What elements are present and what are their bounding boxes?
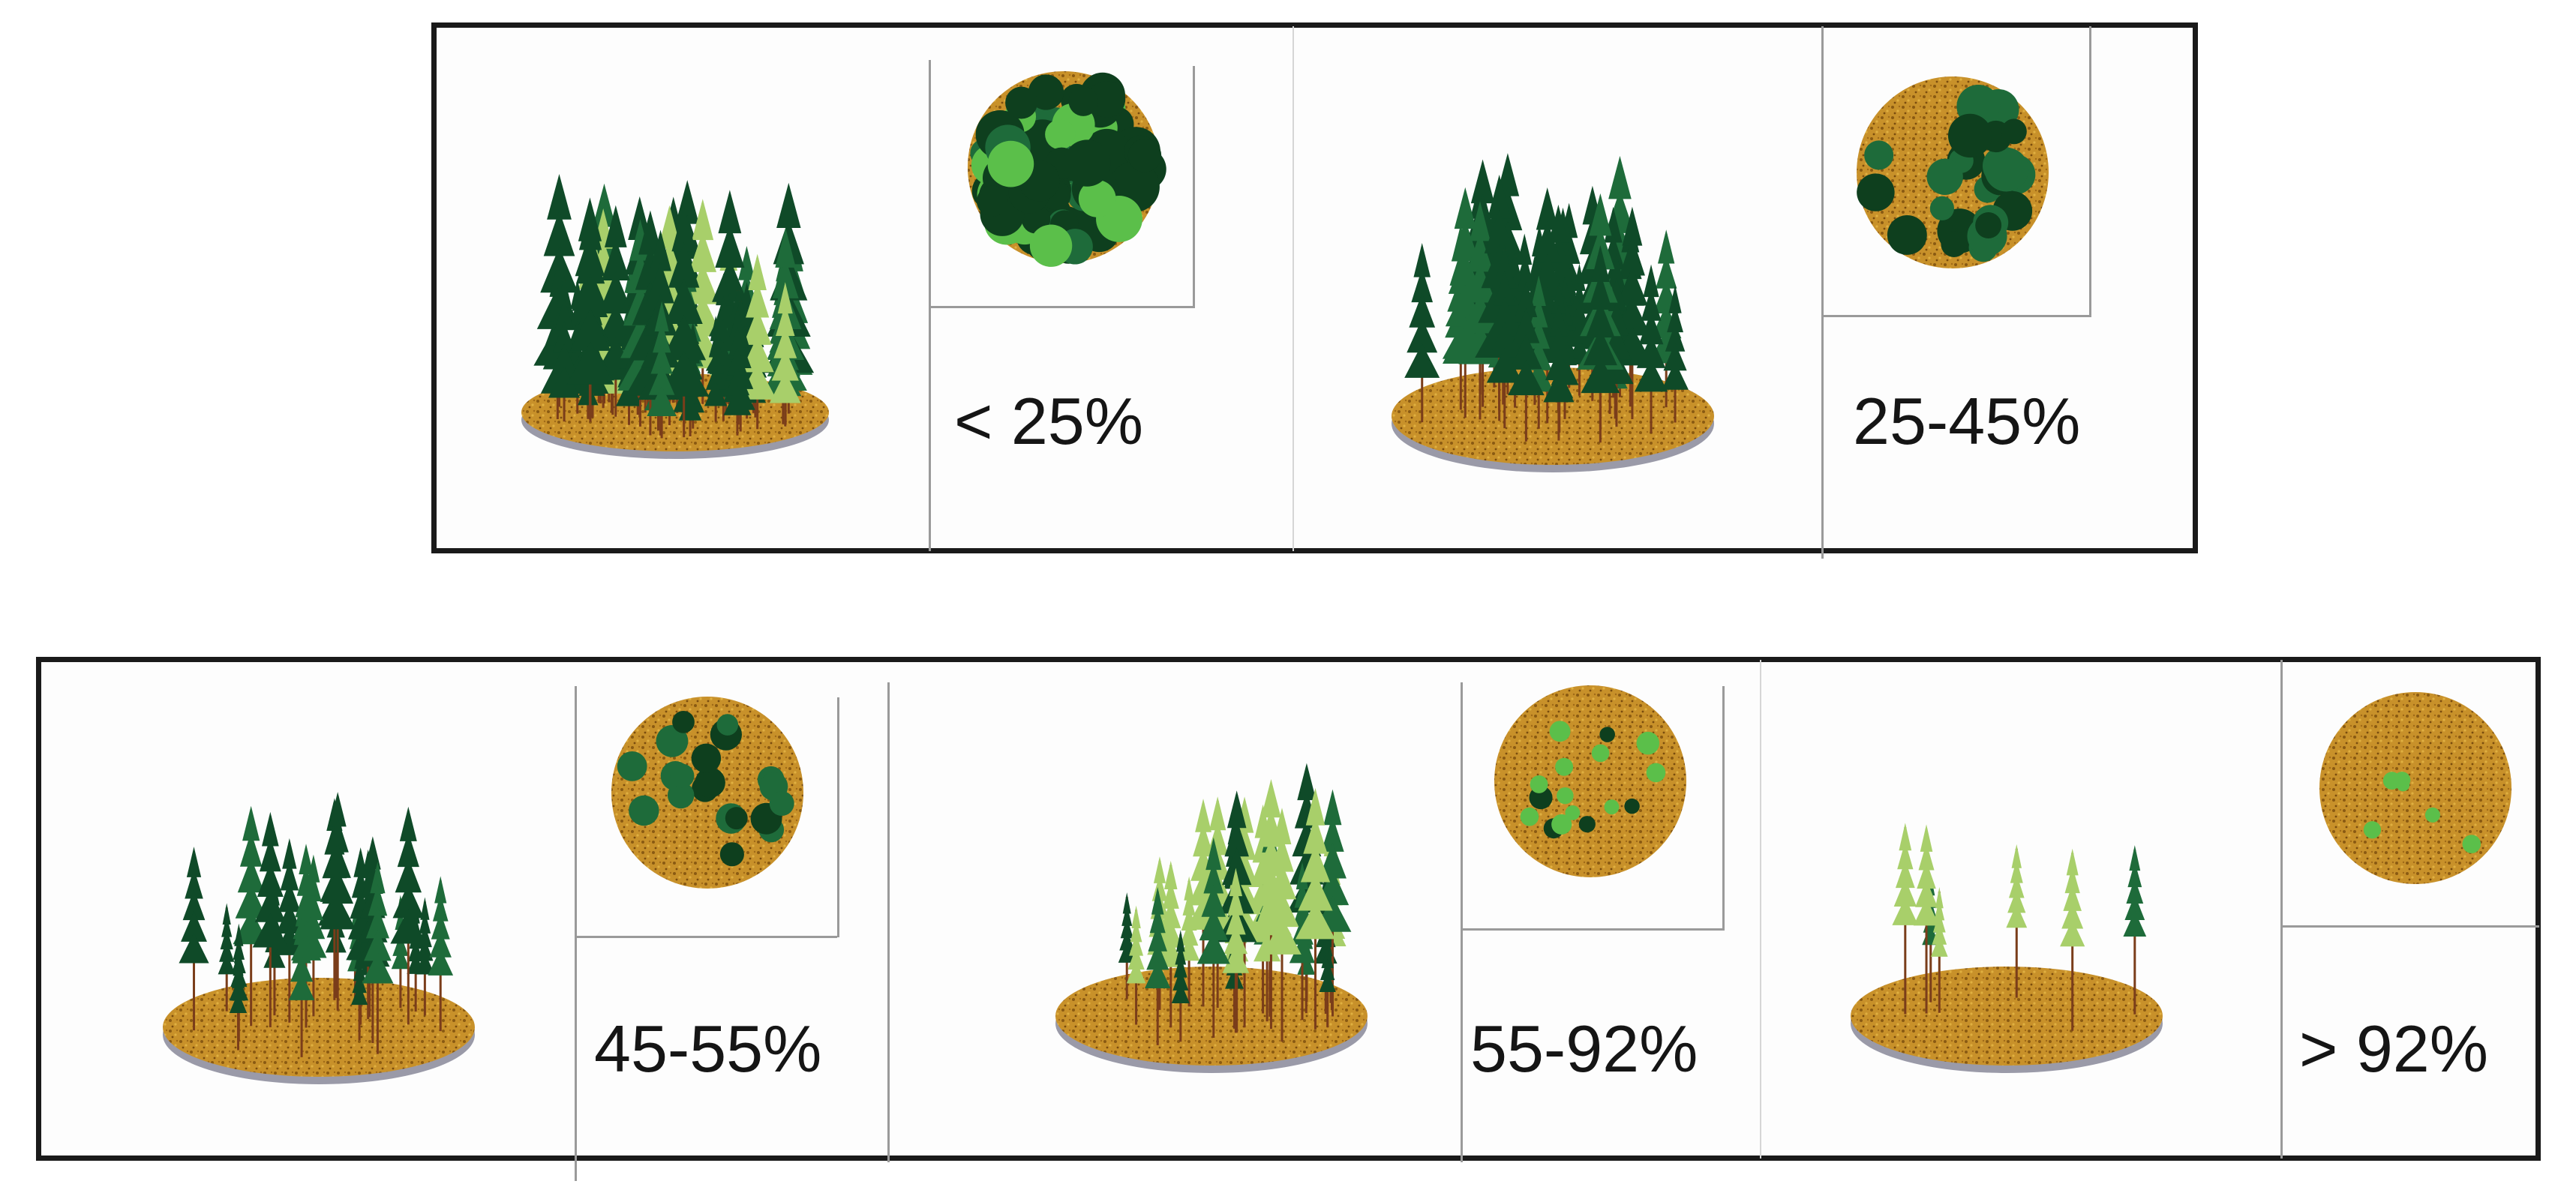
tree-icon xyxy=(1171,930,1190,1042)
tree-icon xyxy=(658,205,710,438)
crown-map-gt92 xyxy=(2319,692,2511,884)
tree-icon xyxy=(1145,887,1171,1045)
tree-icon xyxy=(179,847,209,1031)
tree-icon xyxy=(390,806,427,1025)
cover-label-lt25: < 25% xyxy=(954,384,1143,458)
inset-line xyxy=(1461,682,1463,1162)
tree-icon xyxy=(2123,845,2147,1015)
tree-icon xyxy=(1486,245,1523,429)
crown-map-55-92 xyxy=(1494,685,1686,877)
tree-icon xyxy=(288,898,315,1057)
inset-line xyxy=(1821,26,1824,559)
inset-line xyxy=(2280,660,2283,1159)
inset-line xyxy=(1193,66,1195,307)
stand-plot-45-55 xyxy=(163,792,475,1084)
inset-line xyxy=(929,306,1195,308)
inset-line xyxy=(1722,686,1725,930)
stand-plot-55-92 xyxy=(1055,763,1368,1073)
panel-divider xyxy=(1760,660,1761,1159)
inset-line xyxy=(1821,315,2091,317)
tree-icon xyxy=(548,276,581,422)
tree-icon xyxy=(1930,887,1948,1013)
stand-plot-gt92 xyxy=(1851,823,2163,1073)
inset-line xyxy=(2280,925,2539,928)
tree-icon xyxy=(1319,923,1336,1028)
crown-map-25-45 xyxy=(1857,76,2049,268)
tree-icon xyxy=(252,811,288,1027)
tree-icon xyxy=(1404,243,1440,423)
tree-icon xyxy=(2060,848,2085,1031)
tree-icon xyxy=(1295,787,1336,1030)
tree-icon xyxy=(1892,823,1919,1015)
tree-icon xyxy=(1126,905,1146,1025)
tree-icon xyxy=(1634,264,1668,433)
tree-icon xyxy=(566,207,614,422)
tree-icon xyxy=(1543,283,1575,441)
tree-icon xyxy=(274,838,305,1023)
tree-icon xyxy=(415,897,435,1016)
crown-map-45-55 xyxy=(611,697,803,889)
cover-label-gt92: > 92% xyxy=(2299,1012,2488,1086)
tree-icon xyxy=(350,936,368,1041)
tree-icon xyxy=(320,792,356,1011)
tree-icon xyxy=(704,316,728,422)
tree-icon xyxy=(647,301,677,439)
inset-line xyxy=(575,936,837,938)
tree-icon xyxy=(769,282,801,427)
inset-line xyxy=(837,697,839,937)
tree-icon xyxy=(1662,285,1689,423)
cover-label-45-55: 45-55% xyxy=(594,1012,822,1086)
stand-plot-25-45 xyxy=(1392,153,1714,472)
tree-icon xyxy=(362,862,394,1054)
tree-icon xyxy=(723,307,752,436)
stand-plot-lt25 xyxy=(521,174,829,459)
tree-icon xyxy=(1196,837,1230,1039)
tree-icon xyxy=(218,903,236,1012)
tree-icon xyxy=(1581,244,1620,443)
inset-line xyxy=(575,686,577,1181)
cover-label-25-45: 25-45% xyxy=(1853,384,2081,458)
inset-line xyxy=(2089,26,2091,317)
tree-icon xyxy=(1118,892,1136,1000)
crown-map-lt25 xyxy=(968,71,1166,267)
tree-icon xyxy=(738,253,777,430)
tree-icon xyxy=(2006,844,2028,998)
inset-line xyxy=(929,60,931,551)
cover-label-55-92: 55-92% xyxy=(1470,1012,1698,1086)
panel-divider xyxy=(1293,26,1294,551)
tree-icon xyxy=(1222,868,1250,1033)
panel-divider xyxy=(887,682,890,1162)
tree-icon xyxy=(1913,824,1940,1014)
tree-icon xyxy=(1508,256,1545,442)
tree-icon xyxy=(428,876,454,1032)
tree-icon xyxy=(229,941,248,1051)
inset-line xyxy=(1461,928,1725,931)
tree-icon xyxy=(1262,808,1302,1042)
